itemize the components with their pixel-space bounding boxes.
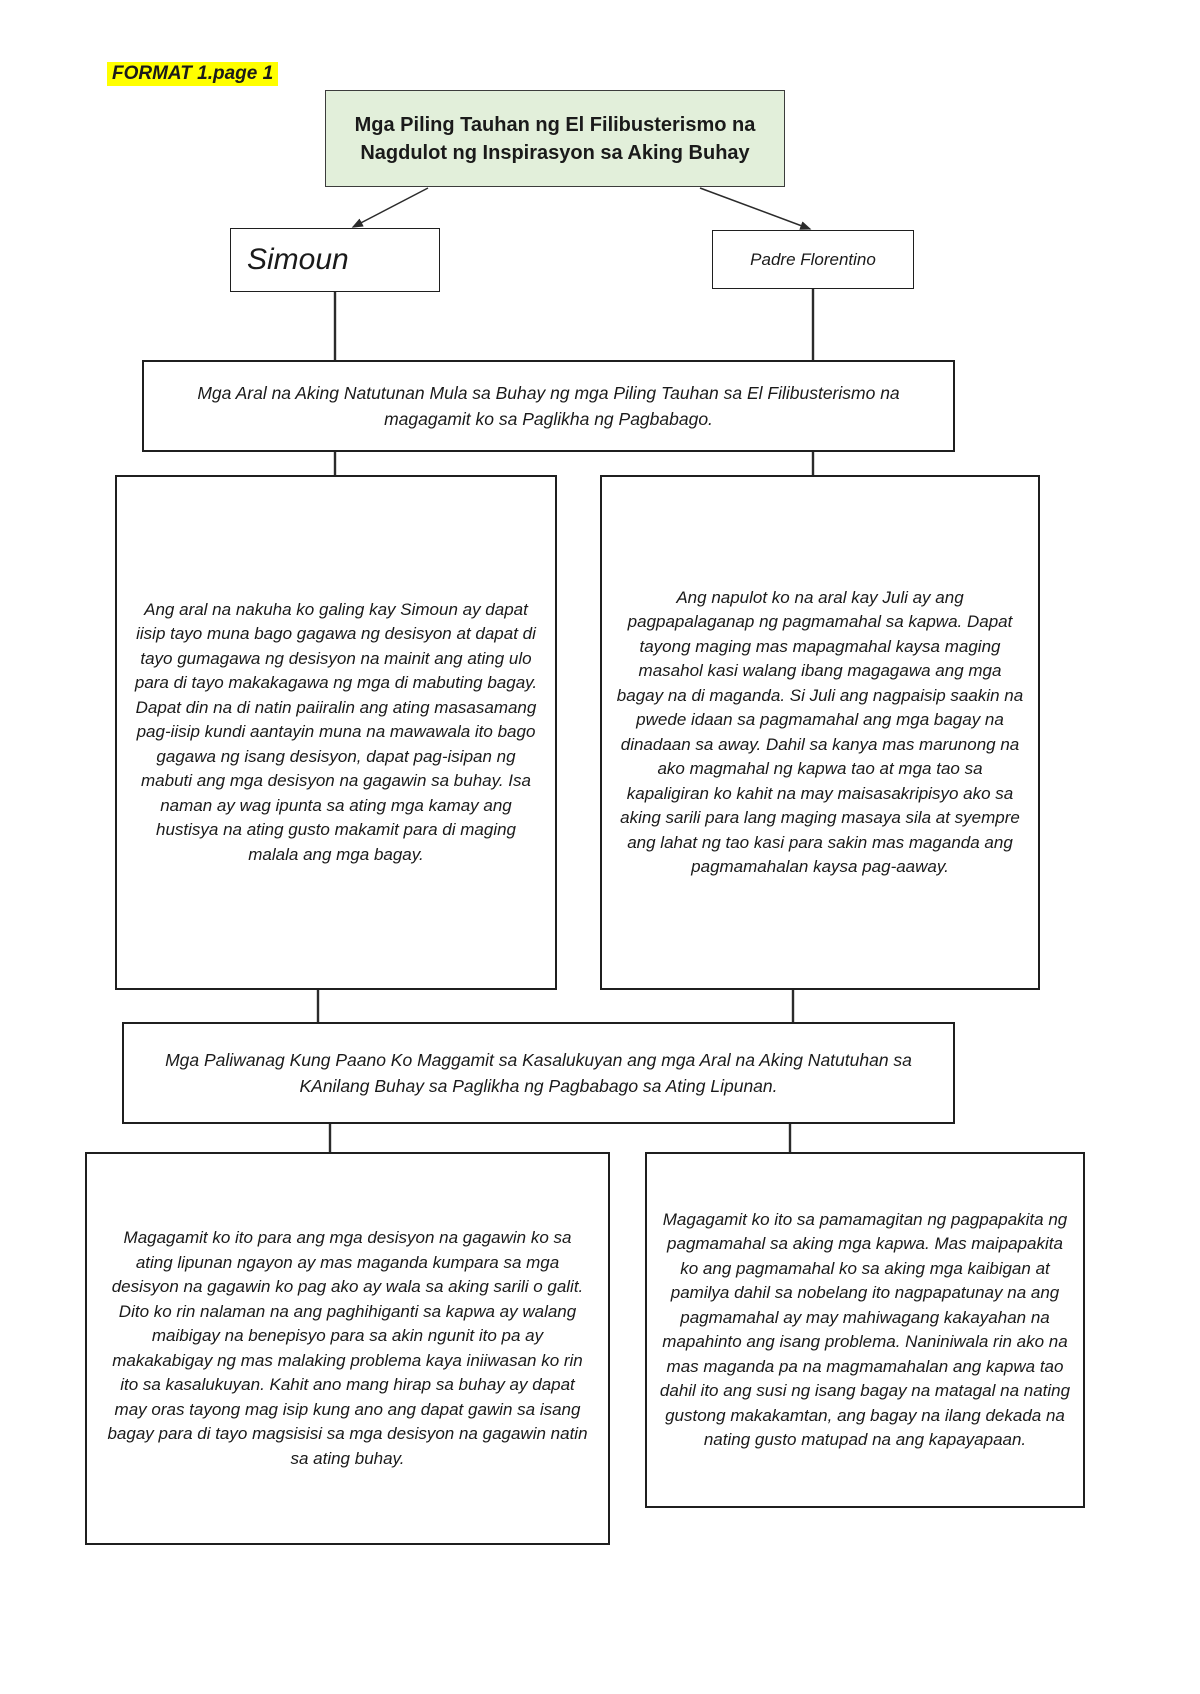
lessons-header-text: Mga Aral na Aking Natutunan Mula sa Buha… (197, 383, 900, 429)
application-header-text: Mga Paliwanag Kung Paano Ko Maggamit sa … (165, 1050, 912, 1096)
application-juli-text: Magagamit ko ito sa pamamagitan ng pagpa… (659, 1209, 1071, 1450)
character-name-padre-florentino: Padre Florentino (750, 249, 876, 269)
diagram-title-text: Mga Piling Tauhan ng El Filibusterismo n… (354, 113, 756, 164)
connector-title-to-simoun (351, 187, 429, 228)
application-header-box: Mga Paliwanag Kung Paano Ko Maggamit sa … (122, 1022, 955, 1124)
character-name-simoun: Simoun (247, 243, 349, 276)
character-box-simoun: Simoun (230, 228, 440, 292)
connector-title-to-padre (699, 187, 812, 230)
application-simoun-text: Magagamit ko ito para ang mga desisyon n… (107, 1228, 588, 1468)
application-simoun-box: Magagamit ko ito para ang mga desisyon n… (85, 1152, 610, 1545)
application-juli-box: Magagamit ko ito sa pamamagitan ng pagpa… (645, 1152, 1085, 1508)
lesson-simoun-text: Ang aral na nakuha ko galing kay Simoun … (134, 599, 538, 864)
lesson-juli-text: Ang napulot ko na aral kay Juli ay ang p… (616, 587, 1024, 877)
page-format-label: FORMAT 1.page 1 (107, 62, 279, 86)
lesson-simoun-box: Ang aral na nakuha ko galing kay Simoun … (115, 475, 557, 990)
lessons-header-box: Mga Aral na Aking Natutunan Mula sa Buha… (142, 360, 955, 452)
diagram-title-box: Mga Piling Tauhan ng El Filibusterismo n… (325, 90, 785, 187)
character-box-padre-florentino: Padre Florentino (712, 230, 914, 289)
lesson-juli-box: Ang napulot ko na aral kay Juli ay ang p… (600, 475, 1040, 990)
